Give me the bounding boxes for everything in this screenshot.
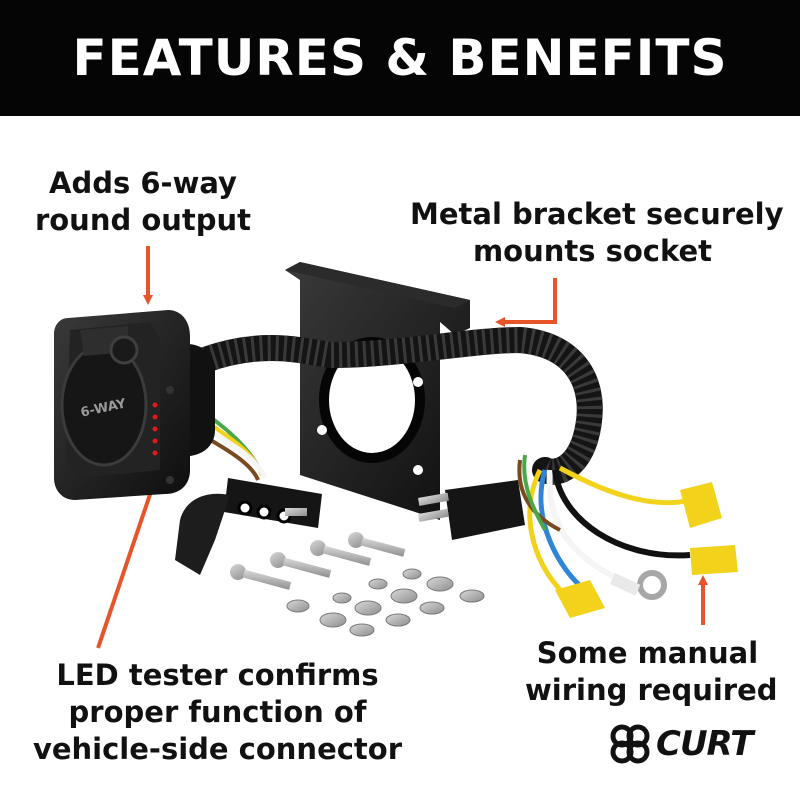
callout-wiring-line2: wiring required — [525, 673, 778, 707]
callout-led-tester: LED tester confirms proper function of v… — [20, 657, 415, 768]
butt-connectors — [555, 482, 738, 618]
callout-wiring-line1: Some manual — [536, 636, 759, 670]
callout-six-way-line1: Adds 6-way — [49, 166, 237, 200]
curt-logo-icon — [610, 724, 650, 764]
brand-name: CURT — [656, 724, 753, 764]
callout-wiring: Some manual wiring required — [525, 635, 778, 709]
callout-six-way-line2: round output — [34, 203, 252, 237]
hardware-nuts-washers — [286, 568, 485, 637]
callout-bracket-line2: mounts socket — [472, 234, 713, 268]
page-title: FEATURES & BENEFITS — [72, 29, 728, 87]
hardware-bolts — [230, 532, 406, 590]
callout-led-line3: vehicle-side connector — [32, 732, 403, 766]
four-flat-connector-right — [417, 480, 525, 540]
arrow-bracket — [495, 278, 557, 327]
led-indicators — [152, 402, 158, 456]
mounting-bracket — [285, 262, 470, 520]
right-wires — [517, 454, 691, 597]
callout-bracket: Metal bracket securely mounts socket — [410, 196, 784, 270]
six-way-socket: 6-WAY — [54, 310, 215, 500]
four-flat-connector-left — [175, 478, 322, 575]
brand-logo: CURT — [610, 722, 780, 766]
callout-bracket-line1: Metal bracket securely — [410, 197, 784, 231]
callout-six-way: Adds 6-way round output — [18, 165, 268, 239]
wire-loom — [192, 326, 603, 485]
arrow-led — [96, 460, 164, 649]
callout-led-line2: proper function of — [68, 695, 367, 729]
callout-led-line1: LED tester confirms — [56, 658, 379, 692]
header-banner: FEATURES & BENEFITS — [0, 0, 800, 116]
